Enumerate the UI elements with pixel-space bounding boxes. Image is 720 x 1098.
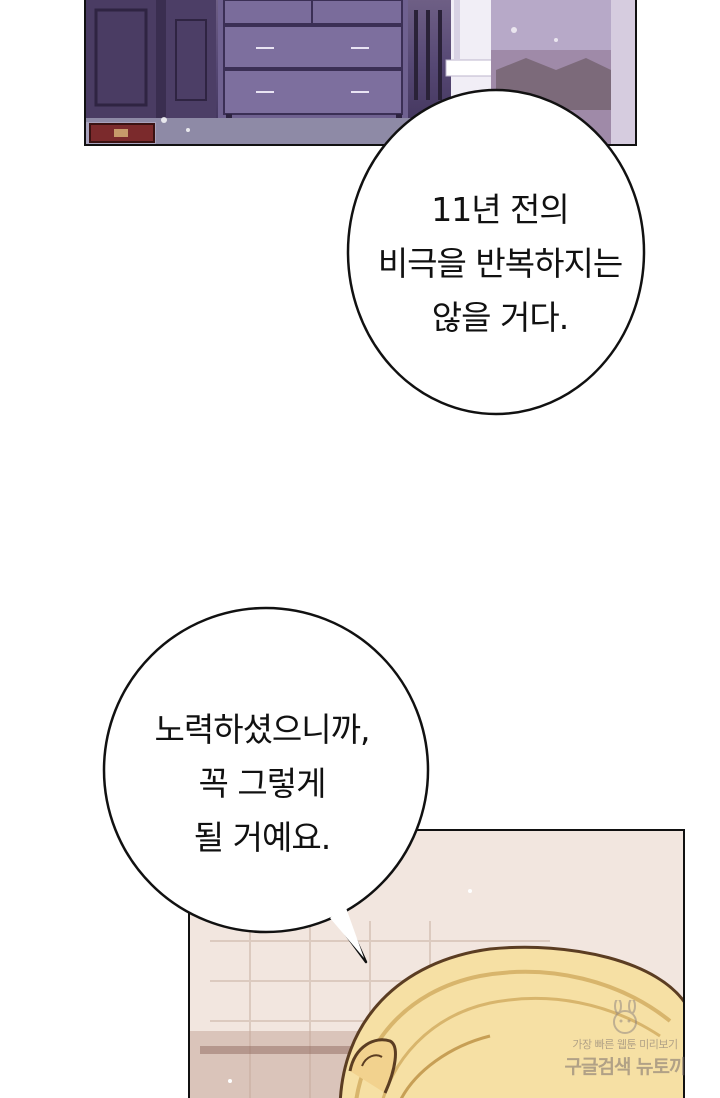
bubble-1-line-2: 비극을 반복하지는: [377, 244, 623, 283]
room-illustration: [86, 0, 635, 144]
speech-bubble-2-text: 노력하셨으니까, 꼭 그렇게 될 거예요.: [112, 703, 412, 865]
panel-character: [188, 829, 685, 1098]
speech-bubble-1: [346, 88, 646, 416]
watermark: 가장 빠른 웹툰 미리보기 구글검색 뉴토끼: [540, 1000, 710, 1080]
bubble-1-line-1: 11년 전의: [431, 190, 570, 229]
rabbit-logo-icon: [613, 1000, 637, 1034]
bubble-2-line-2: 꼭 그렇게: [198, 764, 327, 803]
watermark-line-2: 구글검색 뉴토끼: [564, 1056, 687, 1078]
bubble-1-line-3: 않을 거다.: [431, 298, 569, 337]
bubble-2-line-3: 될 거예요.: [193, 818, 331, 857]
panel-room-interior: [84, 0, 637, 146]
watermark-line-1: 가장 빠른 웹툰 미리보기: [572, 1038, 678, 1051]
bubble-2-line-1: 노력하셨으니까,: [154, 710, 370, 749]
speech-bubble-1-text: 11년 전의 비극을 반복하지는 않을 거다.: [360, 183, 640, 345]
speech-bubble-2: [102, 606, 430, 964]
